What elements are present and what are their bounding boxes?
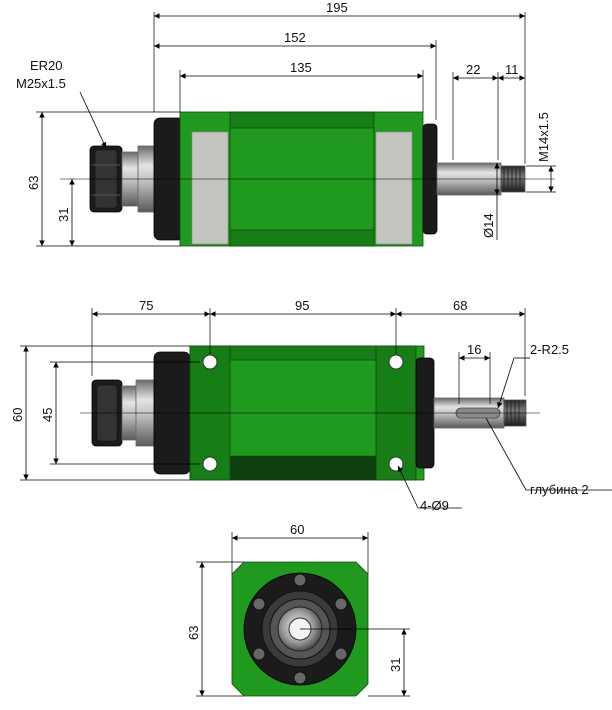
mount-hole <box>202 456 218 472</box>
collet-label-er20: ER20 <box>30 58 63 73</box>
front-view: 60 63 31 <box>186 522 410 697</box>
mount-hole <box>202 354 218 370</box>
dim-mid-label: 95 <box>295 298 309 313</box>
keyway-radius-label: 2-R2.5 <box>530 342 569 357</box>
dim-body-with-flange-label: 152 <box>284 30 306 45</box>
dim-left-label: 75 <box>139 298 153 313</box>
dim-side-height-label: 60 <box>10 408 25 422</box>
side-view: 75 95 68 16 2-R2.5 глубина 2 4-Ø9 60 45 <box>10 298 612 513</box>
cover-bolt <box>334 597 348 611</box>
shaft-diameter-label: Ø14 <box>481 213 496 238</box>
dim-height-label: 63 <box>26 176 41 190</box>
cover-bolt <box>252 647 266 661</box>
mount-hole <box>388 354 404 370</box>
dim-overall-label: 195 <box>326 0 348 15</box>
dim-front-width-label: 60 <box>290 522 304 537</box>
dim-front-axis-height-label: 31 <box>388 658 403 672</box>
dim-shaft-step-label: 22 <box>466 62 480 77</box>
mount-pad-left <box>191 131 229 245</box>
cover-bolt <box>293 573 307 587</box>
dim-axis-height-label: 31 <box>56 208 71 222</box>
keyway-depth-label: глубина 2 <box>530 482 589 497</box>
dim-right-label: 68 <box>453 298 467 313</box>
top-view: 195 152 135 22 11 ER20 M25x1.5 63 31 <box>16 0 556 247</box>
cover-bolt <box>252 597 266 611</box>
cover-bolt <box>293 671 307 685</box>
thread-label: M14x1.5 <box>536 112 551 162</box>
mount-hole <box>388 456 404 472</box>
dim-hole-spacing-label: 45 <box>40 408 55 422</box>
dim-keyway-label: 16 <box>467 342 481 357</box>
dim-thread-len-label: 11 <box>505 62 519 77</box>
mount-holes-label: 4-Ø9 <box>420 498 449 513</box>
mount-pad-right <box>375 131 413 245</box>
dim-front-height-label: 63 <box>186 626 201 640</box>
collet-label-thread: M25x1.5 <box>16 76 66 91</box>
dim-body-label: 135 <box>290 60 312 75</box>
cover-bolt <box>334 647 348 661</box>
